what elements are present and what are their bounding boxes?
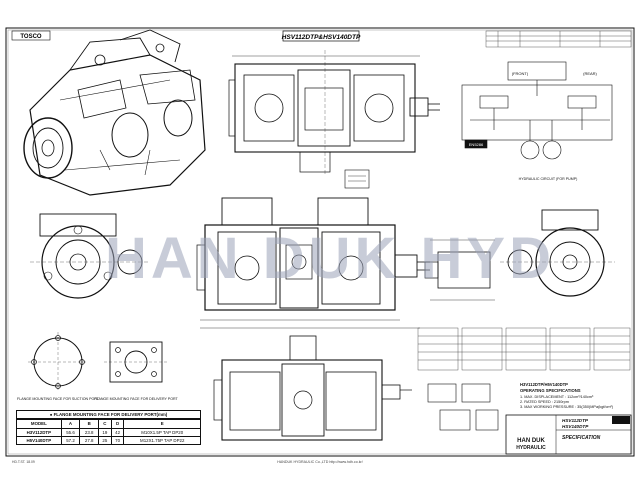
reg-code-label: EN5286: [469, 142, 484, 147]
footer-company-url: HANDUK HYDRAULIC Co.,LTD http://www.hdh.…: [277, 460, 362, 464]
flange-table-cell: 70: [110, 435, 125, 446]
flange-table-cell: H5V140DTP: [16, 435, 62, 446]
flange-table-header-cell: MODEL: [16, 419, 62, 429]
flange-table-cell: M12X1.75P TAP DP22: [123, 435, 201, 446]
delivery-flange-label: FLANGE MOUNTING FACE FOR DELIVERY PORT: [94, 397, 178, 401]
flange-table-cell: 25: [97, 435, 112, 446]
sheet-inner-border: [7, 29, 633, 455]
revision-table: [485, 30, 632, 48]
hydraulic-circuit-diagram: (FRONT) (REAR) EN5286 HYDRAULIC CIRCUIT …: [461, 61, 613, 181]
company-name-line1: HAN DUK: [517, 438, 545, 444]
pump-front-end-view: [30, 213, 150, 299]
flange-table-header-cell: C: [97, 419, 112, 429]
isometric-pump-view: [23, 29, 206, 196]
sheet-border: [5, 27, 635, 457]
brand-logo-text: TOSCO: [20, 34, 42, 40]
flange-table-header-cell: E: [123, 419, 201, 429]
flange-table-cell: 55.6: [60, 427, 81, 437]
label-front: (FRONT): [512, 71, 529, 76]
detail-views: [427, 383, 499, 431]
callout-box: [344, 169, 370, 189]
flange-table-cell: 23.8: [79, 427, 99, 437]
flange-table-title: ● FLANGE MOUNTING FACE FOR DELIVERY PORT…: [16, 410, 201, 420]
watermark-text: HAN DUK HYD: [105, 226, 555, 291]
delivery-flange-view: [104, 341, 168, 383]
spec-line-speed: 2. RATED SPEED : 2150rpm: [520, 400, 569, 404]
hydraulic-circuit-label: HYDRAULIC CIRCUIT (FOR PUMP): [519, 177, 578, 181]
footer-left-code: HD.T.ST. 18.09: [12, 460, 35, 464]
label-rear: (REAR): [583, 71, 597, 76]
company-name-line2: HYDRAULIC: [516, 445, 546, 451]
title-model-1: HSV112DTP: [562, 418, 589, 423]
spec-title-models: H3V112DTP/H5V140DTP: [520, 382, 568, 387]
drawing-title-box: HSV112DTP&HSV140DTP: [282, 30, 361, 42]
flange-table-cell: 19: [97, 427, 112, 437]
title-block: HAN DUK HYDRAULIC HSV112DTP HSV140DTP SP…: [505, 414, 632, 455]
pump-top-view: [228, 50, 440, 175]
title-model-2: HSV140DTP: [562, 424, 589, 429]
suction-flange-view: [28, 332, 88, 392]
spec-line-pressure: 3. MAX WORKING PRESSURE : 35(350)MPa(kgf…: [520, 405, 614, 409]
flange-table-header-cell: A: [60, 419, 81, 429]
pump-rear-end-view: [500, 209, 615, 297]
flange-table-cell: M10X1.5P TAP DP20: [123, 427, 201, 437]
flange-table-cell: H3V112DTP: [16, 427, 62, 437]
flange-table-cell: 42: [110, 427, 125, 437]
pump-side-view: [196, 197, 430, 329]
document-type: SPECIFICATION: [562, 435, 601, 441]
spec-line-displacement: 1. MAX. DISPLACEMENT : 112cm³/140cm³: [520, 395, 594, 399]
drawing-title: HSV112DTP&HSV140DTP: [282, 34, 361, 41]
spec-title: OPERATING SPECIFICATIONS: [520, 388, 581, 393]
flange-table-header-cell: D: [110, 419, 125, 429]
suction-flange-label: FLANGE MOUNTING FACE FOR SUCTION PORT: [17, 397, 100, 401]
flange-dimension-table: ● FLANGE MOUNTING FACE FOR DELIVERY PORT…: [16, 410, 201, 446]
brand-logo: TOSCO: [11, 30, 51, 41]
flange-table-header-cell: B: [79, 419, 99, 429]
operating-specifications: H3V112DTP/H5V140DTP OPERATING SPECIFICAT…: [520, 382, 614, 409]
flange-table-cell: 57.2: [60, 435, 81, 446]
spec-mini-tables: [417, 327, 631, 371]
shaft-dimension-view: [424, 239, 495, 301]
pump-bottom-view: [213, 335, 412, 441]
flange-table-cell: 27.8: [79, 435, 99, 446]
